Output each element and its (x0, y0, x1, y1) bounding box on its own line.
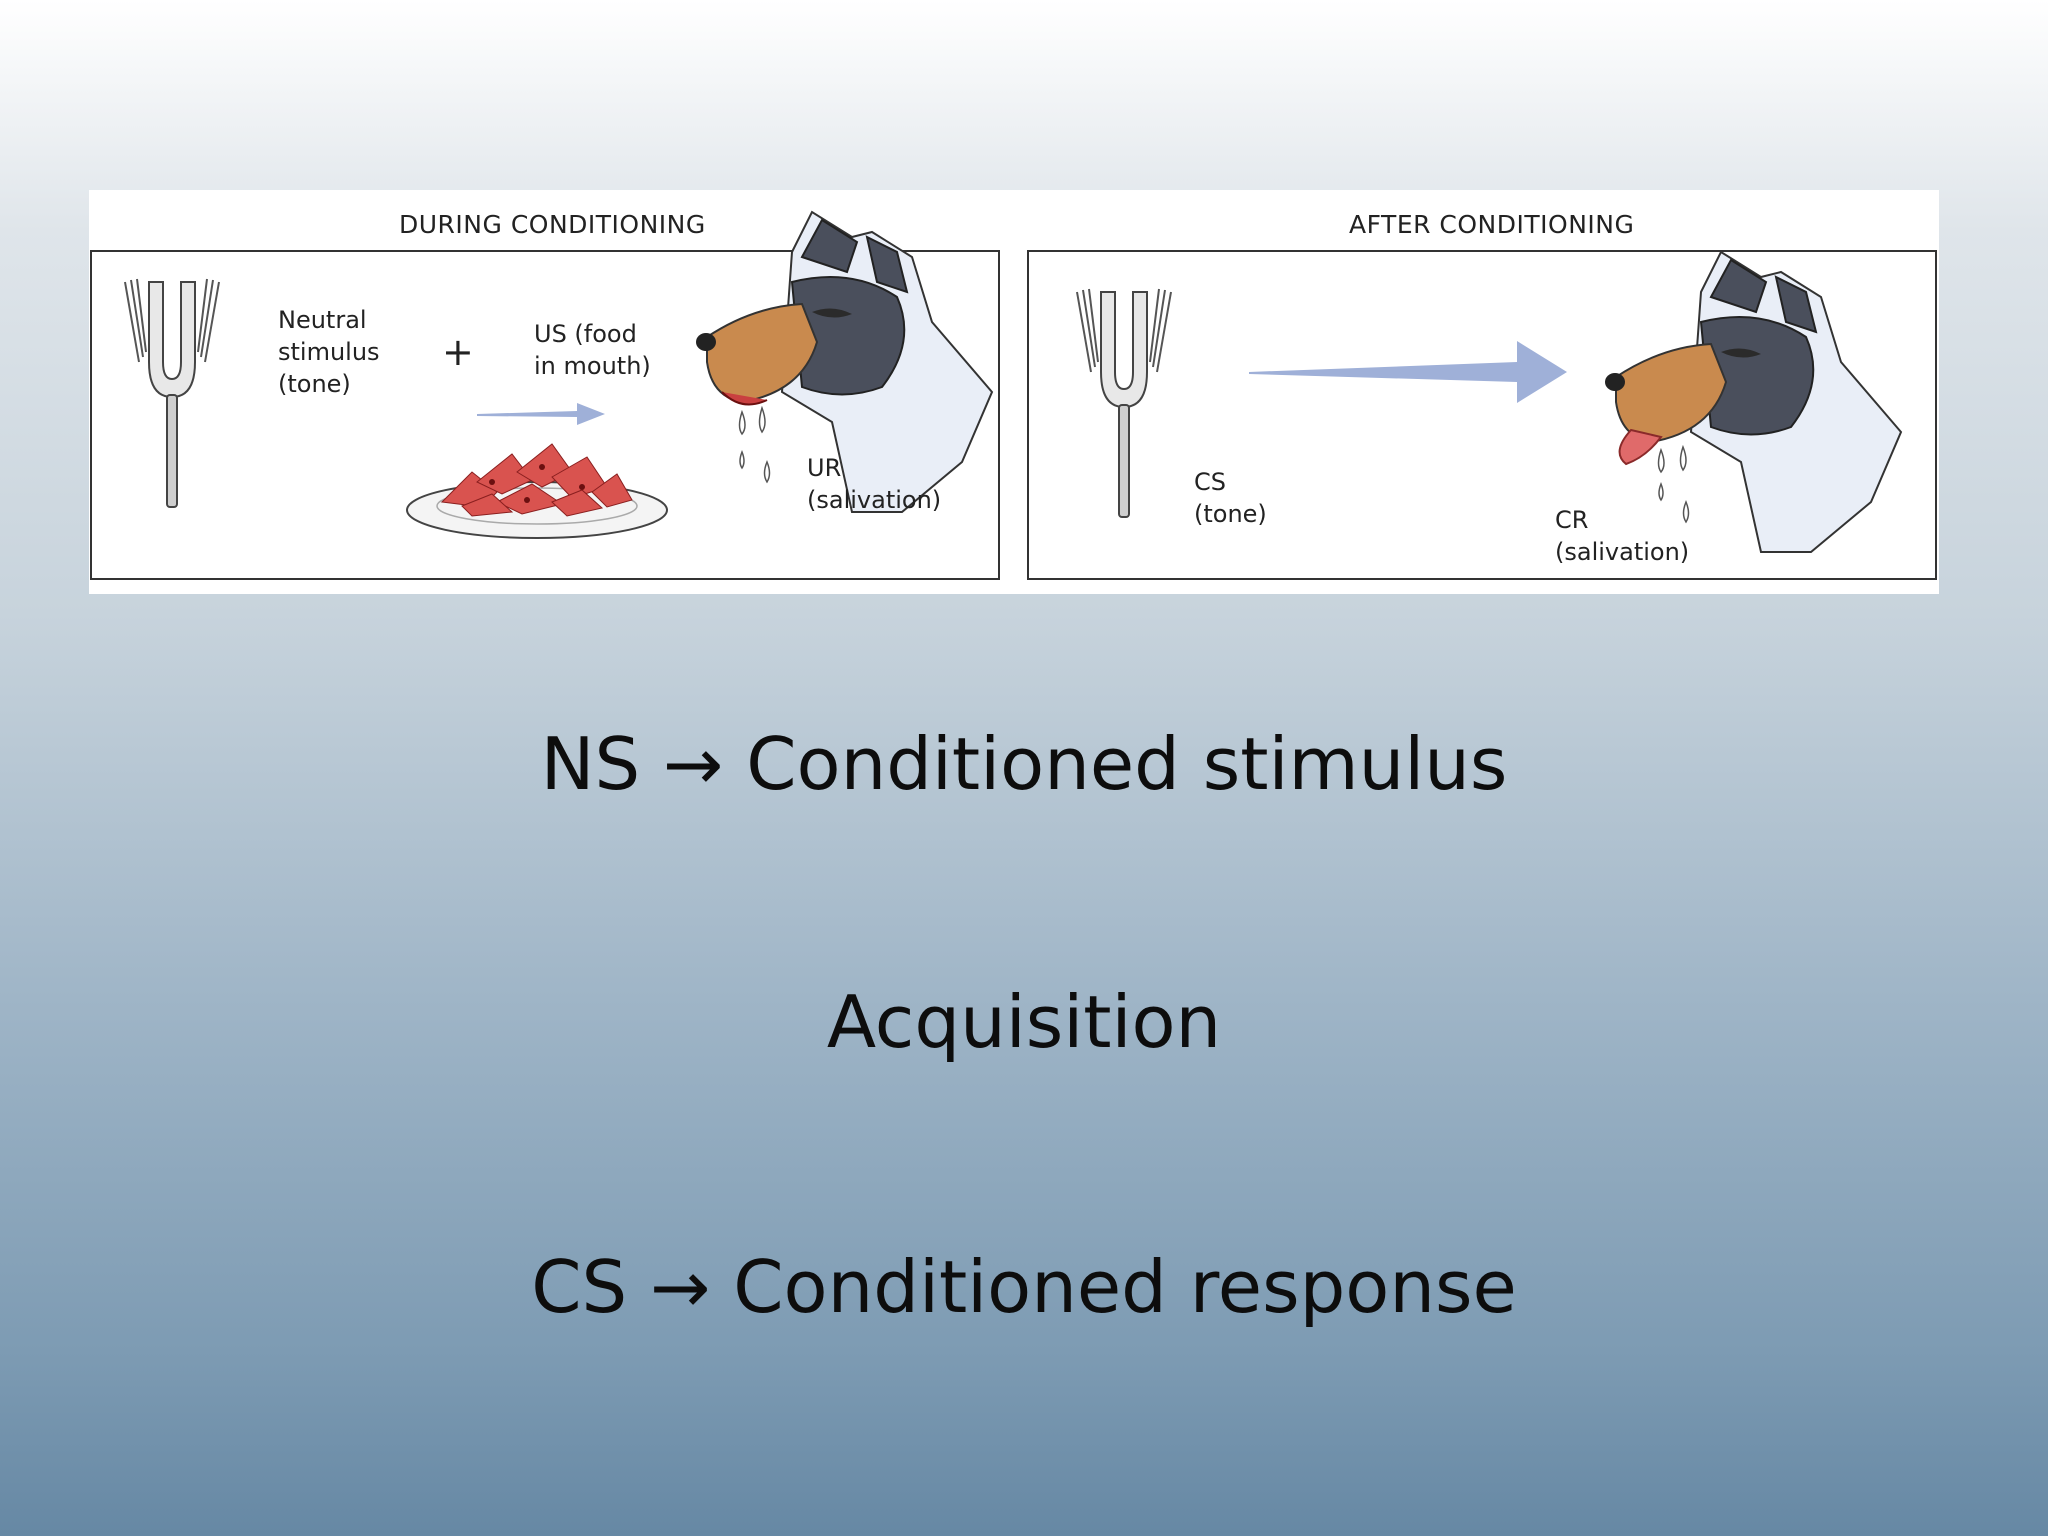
tuning-fork-icon (124, 278, 220, 508)
plus-sign: + (442, 330, 474, 374)
dog-head-icon (696, 210, 994, 513)
cs-label: CS (tone) (1194, 468, 1267, 528)
cs-to-cr-line: CS → Conditioned response (531, 1245, 1517, 1329)
ns-to-cs-line: NS → Conditioned stimulus (540, 722, 1508, 806)
during-panel-title: DURING CONDITIONING (399, 210, 706, 239)
conditioning-figure: DURING CONDITIONING Neutral stimulus (to… (89, 190, 1939, 594)
ur-label: UR (salivation) (807, 454, 942, 514)
during-panel: Neutral stimulus (tone) + US (food in mo… (90, 210, 1000, 580)
cr-label: CR (salivation) (1555, 506, 1690, 566)
after-panel-title: AFTER CONDITIONING (1349, 210, 1635, 239)
food-plate-icon (406, 443, 668, 539)
arrow-icon (1249, 341, 1567, 403)
acquisition-heading: Acquisition (826, 980, 1222, 1064)
tuning-fork-icon (1076, 288, 1172, 518)
us-label: US (food in mouth) (534, 320, 651, 380)
after-panel: CS (tone) CR (salivation) (1027, 250, 1937, 580)
arrow-icon (477, 403, 605, 425)
neutral-stimulus-label: Neutral stimulus (tone) (278, 306, 380, 398)
dog-head-icon (1605, 250, 1903, 553)
